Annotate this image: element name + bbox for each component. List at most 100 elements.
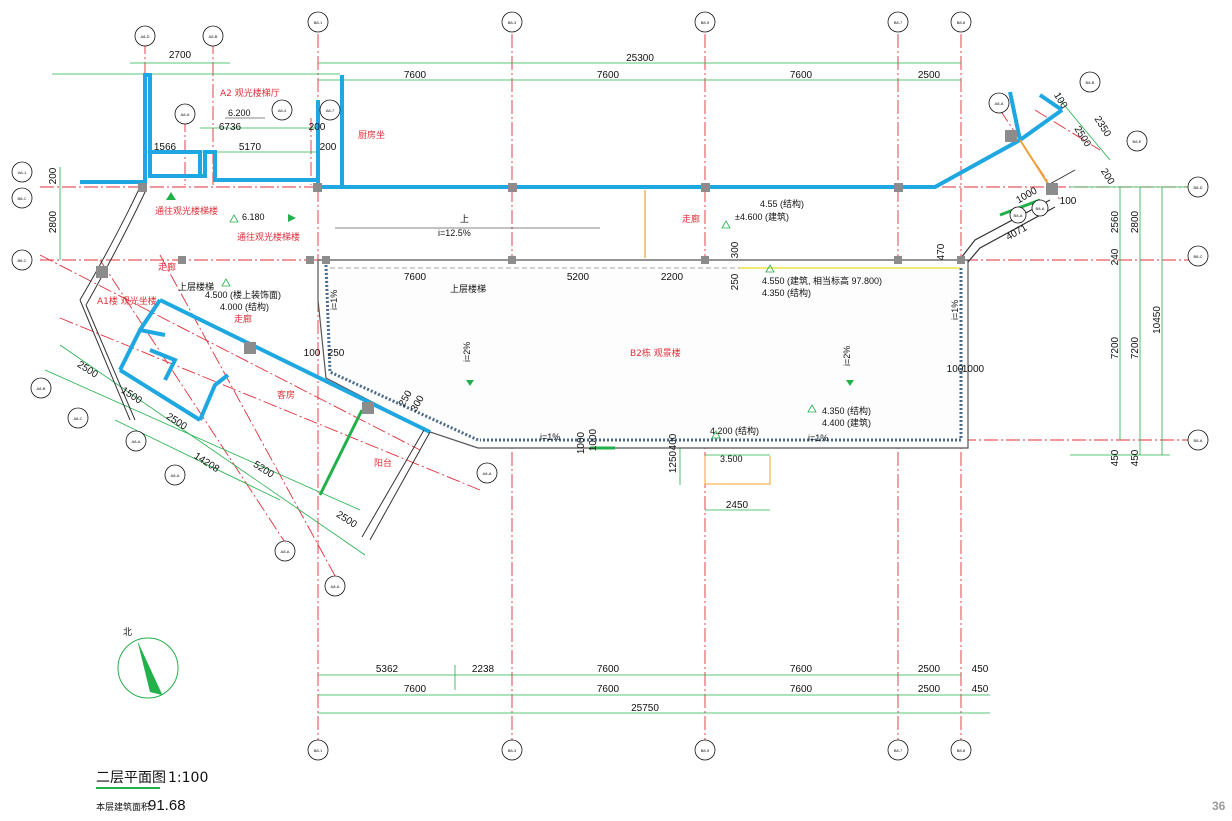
note-slope-2b: i=2% <box>842 346 852 366</box>
dim-2500: 2500 <box>1072 124 1093 149</box>
elevation-6180: 6.180 <box>242 212 265 222</box>
axis-label: B8-E <box>1133 139 1142 144</box>
dim-seg: 7600 <box>790 70 813 81</box>
dim-1250: 1250 <box>668 450 679 473</box>
axis-label: A8-B <box>37 386 46 391</box>
dim-left-block: 2700 <box>169 50 192 61</box>
axis-label: A8-A <box>331 584 340 589</box>
note-slope-main: i=12.5% <box>438 228 471 238</box>
axis-label: A8-D <box>140 34 149 39</box>
dim-2500: 2500 <box>164 411 189 433</box>
axis-label: B8-A <box>1194 438 1203 443</box>
axis-label: B8-C <box>1193 254 1202 259</box>
dim-200: 200 <box>1098 167 1116 187</box>
note-connect-b: 通往观光楼梯楼 <box>237 231 300 243</box>
axis-bubbles-right <box>1187 176 1209 451</box>
drawing-title: 二层平面图 <box>96 770 166 786</box>
dim-6736: 6736 <box>219 122 242 133</box>
axis-label: A8-B <box>209 34 218 39</box>
page-number: 36 <box>1212 799 1226 813</box>
note-corridor-top: 走廊 <box>682 213 700 225</box>
dim-5170: 5170 <box>239 142 262 153</box>
axis-label: B8-A <box>1014 213 1023 218</box>
a1-curved-wall <box>79 186 431 541</box>
elevation-4-55: 4.55 (结构) <box>760 198 804 209</box>
axis-labels-bottom: B8-1 B8-3 B8-5 B8-7 B8-8 <box>314 748 966 753</box>
note-up: 上 <box>460 214 469 224</box>
axis-label: B8-1 <box>314 748 323 753</box>
dim-bottom-1: 7600 <box>597 664 620 675</box>
axis-label: A8-A <box>181 112 190 117</box>
level-markers <box>166 192 854 386</box>
elevation-4400: 4.400 (建筑) <box>822 417 871 428</box>
dim-7200: 7200 <box>1130 336 1141 359</box>
note-slope-2a: i=2% <box>462 342 472 362</box>
title-block: 二层平面图 1:100 本层建筑面积 91.68 <box>96 770 208 814</box>
dim-bottom-2: 2500 <box>918 684 941 695</box>
note-b2: B2栋 观景楼 <box>630 347 681 359</box>
dim-bottom-1: 2238 <box>472 664 495 675</box>
dim-2350: 2350 <box>1092 114 1113 139</box>
dims-inner: 7600 5200 2200 250 300 470 100 250 1000 … <box>304 241 985 511</box>
dim-250: 250 <box>730 273 741 290</box>
axis-label: B8-D <box>1193 185 1202 190</box>
axis-label: B8-A <box>1036 206 1045 211</box>
dim-2800: 2800 <box>1130 210 1141 233</box>
note-connect-a: 通往观光楼梯楼 <box>155 205 218 217</box>
dim-bottom-2: 7600 <box>404 684 427 695</box>
dims-left: 200 2800 <box>48 167 59 233</box>
dim-300: 300 <box>730 241 741 258</box>
elevation-4350: 4.350 (结构) <box>762 287 811 298</box>
note-slope-1a: i=1% <box>540 432 560 442</box>
axis-label: B8-8 <box>957 748 966 753</box>
note-slope-1d: i=1% <box>329 290 339 310</box>
dim-200: 200 <box>48 167 59 184</box>
axis-label: B8-5 <box>701 20 710 25</box>
axis-label: B8-7 <box>894 748 903 753</box>
blue-walls <box>80 73 1064 434</box>
axis-labels-top: B8-1 B8-3 B8-5 B8-7 B8-8 <box>314 20 966 25</box>
dim-bottom-1: 5362 <box>376 664 399 675</box>
axis-labels-misc: A8-D A8-B A8-A A8-4 A8-7 A8-B A8-C A8-A … <box>37 34 1142 589</box>
axis-label: B8-8 <box>957 20 966 25</box>
axis-bubbles-bottom <box>307 739 972 761</box>
dim-seg: 7600 <box>597 70 620 81</box>
axis-label: A8-A <box>132 439 141 444</box>
axis-label: A8-C <box>73 416 82 421</box>
dim-400: 400 <box>668 433 679 450</box>
dim-450: 450 <box>1110 449 1121 466</box>
note-guestroom: 客房 <box>277 389 295 401</box>
note-corridor-left: 走廊 <box>158 261 176 273</box>
elevation-4500: 4.500 (楼上装饰面) <box>205 289 281 300</box>
note-slope-1c: i=1% <box>950 300 960 320</box>
dim-4071: 4071 <box>1004 222 1029 243</box>
axis-bubbles-top <box>307 11 972 33</box>
annotations: A2 观光楼梯厅 6.200 厨房坐 通往观光楼梯楼 6.180 通往观光楼梯楼… <box>97 87 960 469</box>
elevation-4200: 4.200 (结构) <box>710 425 759 436</box>
axis-bubbles-left <box>11 161 33 271</box>
elevation-4600: ±4.600 (建筑) <box>735 211 789 222</box>
note-up-floor-b: 上层楼梯 <box>450 283 486 294</box>
dim-2500: 2500 <box>334 509 359 531</box>
dim-seg: 7600 <box>404 70 427 81</box>
dim-bottom-1: 2500 <box>918 664 941 675</box>
dims-right: 2560 2800 240 7200 7200 10450 450 450 <box>1110 210 1163 466</box>
dim-1000: 1000 <box>588 428 599 451</box>
north-arrow: 北 <box>117 627 179 699</box>
note-kitchen: 厨房坐 <box>358 129 385 141</box>
dim-bottom-1: 450 <box>972 664 989 675</box>
dim-bottom-2: 450 <box>972 684 989 695</box>
dim-450: 450 <box>1130 449 1141 466</box>
dims-top: 25300 7600 7600 7600 2500 2700 6736 200 … <box>154 50 941 153</box>
axis-label: A8-7 <box>326 108 335 113</box>
dim-2500: 2500 <box>75 359 100 381</box>
elevation-triangles <box>221 214 817 439</box>
dim-5200: 5200 <box>251 459 276 481</box>
dim-2560: 2560 <box>1110 210 1121 233</box>
axis-label: B8-C <box>17 258 26 263</box>
dim-10450: 10450 <box>1152 306 1163 334</box>
axis-bubbles-misc <box>30 25 1148 597</box>
dim-14208: 14208 <box>192 451 222 476</box>
dim-seg: 2500 <box>918 70 941 81</box>
